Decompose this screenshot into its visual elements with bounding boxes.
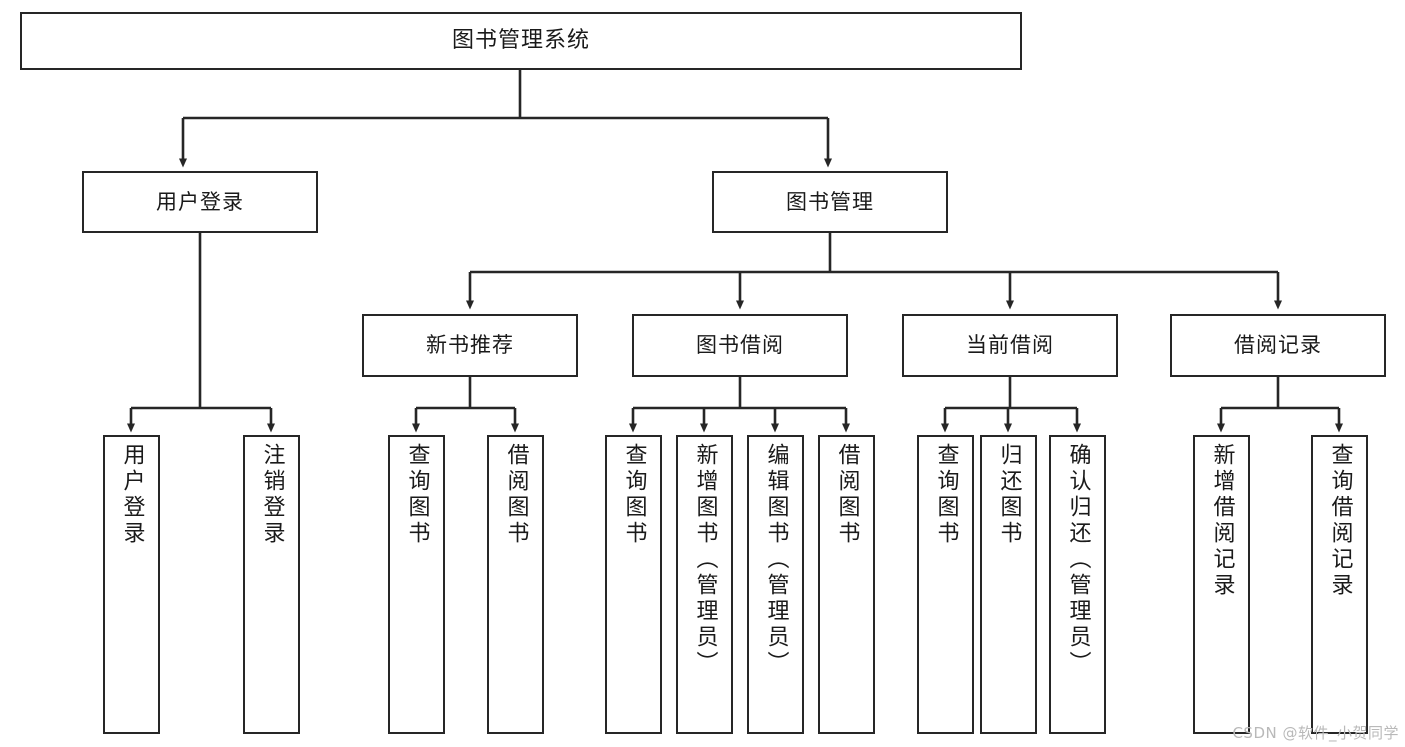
node-root[interactable]: 图书管理系统 <box>20 12 1022 70</box>
node-leaf-edit-book[interactable]: 编辑图书（管理员） <box>747 435 804 734</box>
node-label: 图书管理 <box>786 189 874 214</box>
node-label: 图书管理系统 <box>451 28 590 54</box>
node-leaf-query-book-2[interactable]: 查询图书 <box>605 435 662 734</box>
node-label: 用户登录 <box>156 189 244 214</box>
node-leaf-add-book[interactable]: 新增图书（管理员） <box>676 435 733 734</box>
node-label: 图书借阅 <box>696 333 784 358</box>
node-leaf-query-book-1[interactable]: 查询图书 <box>388 435 445 734</box>
node-leaf-return-book[interactable]: 归还图书 <box>980 435 1037 734</box>
node-leaf-user-login[interactable]: 用户登录 <box>103 435 160 734</box>
node-book-borrow[interactable]: 图书借阅 <box>632 314 848 377</box>
node-label: 查询图书 <box>933 443 959 547</box>
node-leaf-borrow-book-2[interactable]: 借阅图书 <box>818 435 875 734</box>
node-book-manage[interactable]: 图书管理 <box>712 171 948 233</box>
node-label: 借阅记录 <box>1234 333 1322 358</box>
node-leaf-add-record[interactable]: 新增借阅记录 <box>1193 435 1250 734</box>
node-label: 新增图书（管理员） <box>692 443 718 677</box>
node-label: 新书推荐 <box>426 333 514 358</box>
node-label: 当前借阅 <box>966 333 1054 358</box>
node-label: 借阅图书 <box>834 443 860 547</box>
node-label: 查询图书 <box>404 443 430 547</box>
node-current-borrow[interactable]: 当前借阅 <box>902 314 1118 377</box>
node-label: 归还图书 <box>996 443 1022 547</box>
node-leaf-borrow-book-1[interactable]: 借阅图书 <box>487 435 544 734</box>
node-label: 确认归还（管理员） <box>1065 443 1091 677</box>
node-label: 用户登录 <box>119 443 145 547</box>
node-label: 注销登录 <box>259 443 285 547</box>
node-borrow-record[interactable]: 借阅记录 <box>1170 314 1386 377</box>
node-label: 借阅图书 <box>503 443 529 547</box>
node-label: 编辑图书（管理员） <box>763 443 789 677</box>
watermark: CSDN @软件_小贺同学 <box>1232 724 1399 742</box>
node-leaf-query-record[interactable]: 查询借阅记录 <box>1311 435 1368 734</box>
node-leaf-query-book-3[interactable]: 查询图书 <box>917 435 974 734</box>
node-user-login[interactable]: 用户登录 <box>82 171 318 233</box>
node-leaf-confirm-return[interactable]: 确认归还（管理员） <box>1049 435 1106 734</box>
node-label: 查询图书 <box>621 443 647 547</box>
node-new-book-rec[interactable]: 新书推荐 <box>362 314 578 377</box>
node-label: 查询借阅记录 <box>1327 443 1353 599</box>
node-label: 新增借阅记录 <box>1209 443 1235 599</box>
node-leaf-logout[interactable]: 注销登录 <box>243 435 300 734</box>
